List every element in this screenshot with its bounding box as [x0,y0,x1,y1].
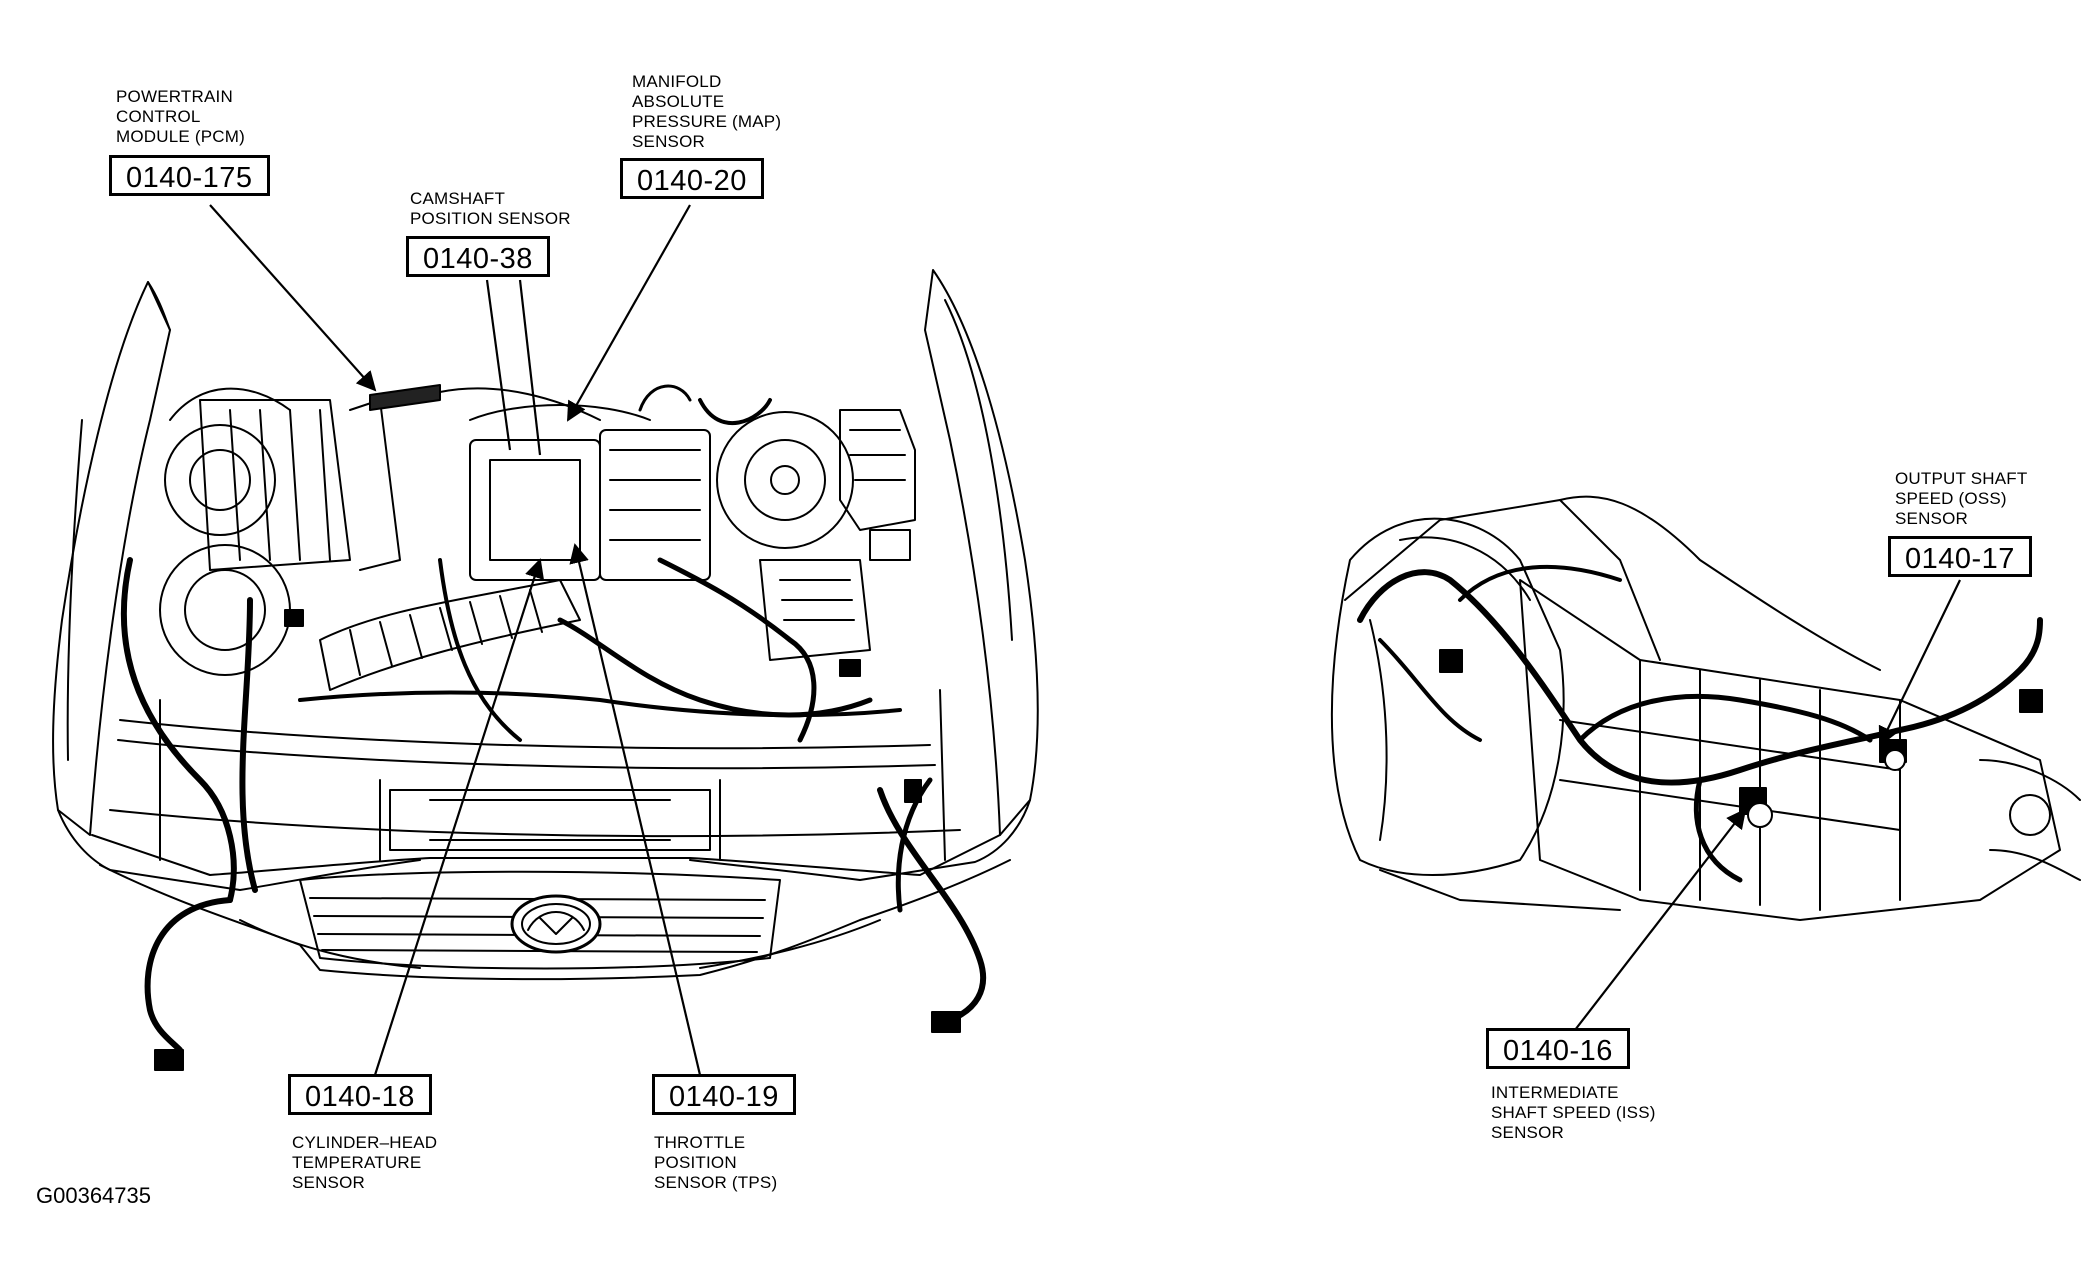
leader-tps [569,543,702,1076]
leader-cmp-b [518,279,542,456]
leader-cmp-a [485,279,512,451]
iss-callout-box: 0140-16 [1486,1028,1630,1069]
pcm-callout-box: 0140-175 [109,155,270,196]
leader-oss [1878,579,1961,747]
engine-compartment-drawing [52,269,1039,1071]
leader-lines [209,204,1961,1076]
transmission-drawing [1330,495,2081,921]
tps-callout-box: 0140-19 [652,1074,796,1115]
leader-iss [1574,808,1747,1031]
pcm-label: POWERTRAIN CONTROL MODULE (PCM) [116,87,245,146]
map-callout-box: 0140-20 [620,158,764,199]
cht-callout-box: 0140-18 [288,1074,432,1115]
cht-label: CYLINDER–HEAD TEMPERATURE SENSOR [292,1133,438,1192]
figure-code: G00364735 [36,1183,151,1208]
leader-cht [373,558,544,1076]
iss-label: INTERMEDIATE SHAFT SPEED (ISS) SENSOR [1491,1083,1656,1142]
cmp-callout-box: 0140-38 [406,236,550,277]
oss-label: OUTPUT SHAFT SPEED (OSS) SENSOR [1895,469,2028,528]
tps-label: THROTTLE POSITION SENSOR (TPS) [654,1133,778,1192]
oss-callout-box: 0140-17 [1888,536,2032,577]
leader-map [567,204,691,422]
leader-pcm [209,204,377,392]
map-label: MANIFOLD ABSOLUTE PRESSURE (MAP) SENSOR [632,72,782,151]
cmp-label: CAMSHAFT POSITION SENSOR [410,189,571,228]
